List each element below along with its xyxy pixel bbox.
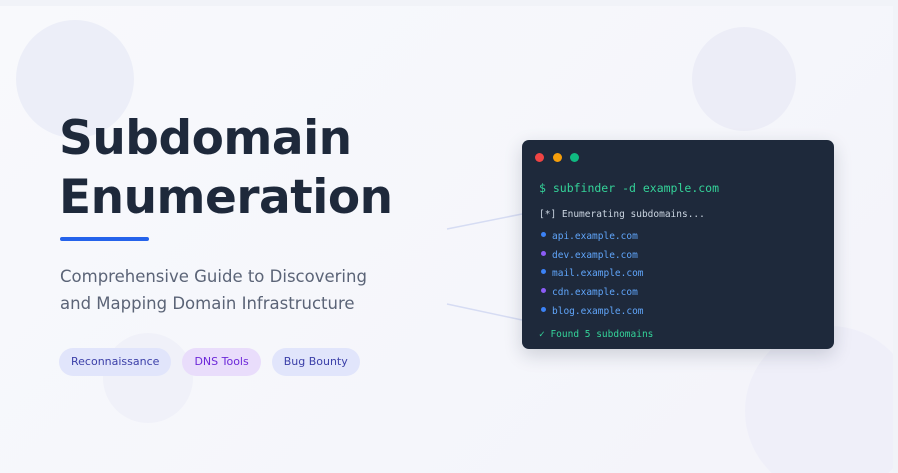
subdomain-host: api.example.com [552, 231, 638, 242]
decorative-circle [692, 27, 796, 131]
decorative-circle [745, 326, 893, 473]
bullet-icon [541, 307, 546, 312]
title-line-1: Subdomain [59, 111, 352, 166]
connector-lines [446, 213, 523, 321]
tag-reconnaissance[interactable]: Reconnaissance [59, 348, 172, 376]
subtitle-line-2: and Mapping Domain Infrastructure [60, 294, 355, 313]
window-minimize-dot [553, 153, 562, 162]
tag-dns-tools[interactable]: DNS Tools [182, 348, 261, 376]
hero-canvas: Subdomain Enumeration Comprehensive Guid… [0, 6, 893, 473]
subtitle-line-1: Comprehensive Guide to Discovering [60, 267, 367, 286]
subdomain-result: mail.example.com [541, 268, 644, 279]
page-title: Subdomain Enumeration [59, 109, 393, 227]
terminal-window: $ subfinder -d example.com [*] Enumerati… [522, 140, 834, 349]
subdomain-host: cdn.example.com [552, 287, 638, 298]
subdomain-result: cdn.example.com [541, 287, 638, 298]
subdomain-result: blog.example.com [541, 306, 644, 317]
title-underline [60, 237, 149, 241]
terminal-command: $ subfinder -d example.com [539, 181, 720, 195]
subdomain-result: api.example.com [541, 231, 638, 242]
subdomain-host: dev.example.com [552, 250, 638, 261]
subdomain-host: mail.example.com [552, 268, 644, 279]
subdomain-result: dev.example.com [541, 250, 638, 261]
page-subtitle: Comprehensive Guide to Discovering and M… [60, 263, 390, 317]
subdomain-host: blog.example.com [552, 306, 644, 317]
window-close-dot [535, 153, 544, 162]
decorative-circle [16, 20, 134, 138]
terminal-status: [*] Enumerating subdomains... [539, 209, 705, 220]
bullet-icon [541, 232, 546, 237]
tag-bug-bounty[interactable]: Bug Bounty [271, 348, 360, 376]
terminal-summary: ✓ Found 5 subdomains [539, 329, 654, 340]
bullet-icon [541, 288, 546, 293]
bullet-icon [541, 269, 546, 274]
bullet-icon [541, 251, 546, 256]
window-maximize-dot [570, 153, 579, 162]
tag-list: Reconnaissance DNS Tools Bug Bounty [59, 348, 360, 376]
title-line-2: Enumeration [59, 170, 393, 225]
